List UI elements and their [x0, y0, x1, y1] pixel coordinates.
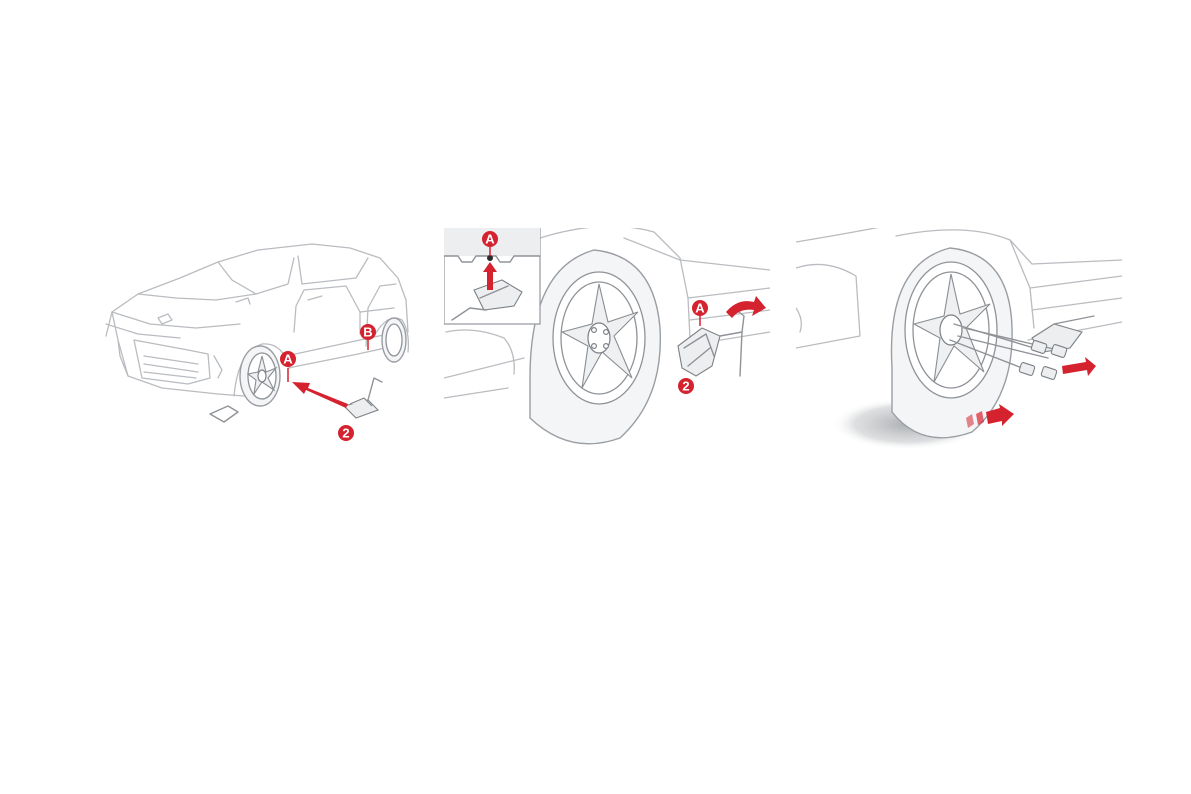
svg-text:2: 2: [682, 379, 689, 394]
car-overview-drawing: A B 2: [98, 228, 416, 456]
wheel-icon: [891, 248, 1012, 438]
svg-text:A: A: [485, 232, 495, 247]
svg-text:A: A: [695, 301, 705, 316]
rotate-arrow-icon: [726, 296, 766, 318]
svg-text:2: 2: [342, 426, 349, 441]
jack-position-drawing: A A 2: [444, 228, 770, 456]
illustration-panel-jack-position: A A 2: [444, 228, 770, 456]
illustration-panel-car-overview: A B 2: [98, 228, 416, 456]
svg-text:A: A: [283, 352, 293, 367]
svg-text:B: B: [363, 325, 372, 340]
scissor-jack-icon: [678, 308, 744, 376]
callout-b: B: [360, 324, 376, 340]
scissor-jack-icon: [344, 378, 382, 418]
arrow-icon: [1062, 357, 1096, 376]
wheel-removal-drawing: [796, 228, 1122, 456]
wheel-icon: [530, 250, 660, 444]
wheel-chock: [210, 406, 238, 422]
callout-2: 2: [338, 425, 354, 441]
wheel-icon: [240, 346, 280, 406]
callout-a: A: [280, 351, 296, 367]
jack-point-inset: A: [444, 228, 540, 324]
illustration-panel-wheel-removal: [796, 228, 1122, 456]
callout-a-inset: A: [482, 231, 498, 247]
callout-2: 2: [678, 378, 694, 394]
arrow-icon: [292, 382, 348, 408]
callout-a: A: [692, 300, 708, 316]
